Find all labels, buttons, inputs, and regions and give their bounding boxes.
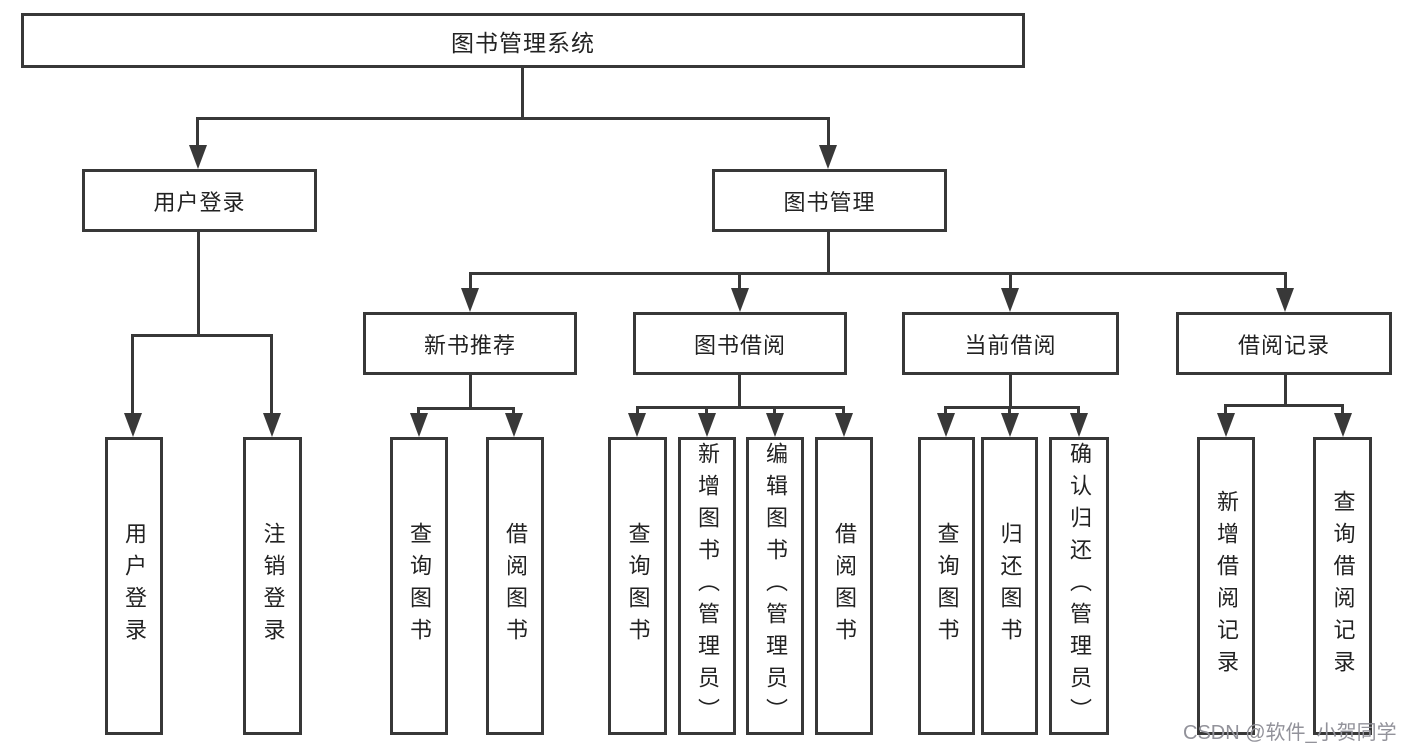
connector-drop — [1224, 404, 1227, 416]
node-book-management-branch: 图书管理 — [712, 169, 947, 232]
connector-book-mgmt-stem — [827, 232, 830, 275]
arrow-down-icon — [1001, 288, 1019, 312]
leaf-add-books-admin: 新增图书（管理员） — [678, 437, 736, 735]
arrow-down-icon — [410, 413, 428, 437]
connector-drop — [705, 406, 708, 416]
arrow-down-icon — [819, 145, 837, 169]
node-label: 查询图书 — [934, 522, 960, 650]
arrow-down-icon — [766, 413, 784, 437]
arrow-down-icon — [835, 413, 853, 437]
arrow-down-icon — [461, 288, 479, 312]
connector-drop-borrow-records — [1284, 272, 1287, 290]
leaf-user-login: 用户登录 — [105, 437, 163, 735]
connector-root-rail — [196, 117, 830, 120]
connector-book-borrow-rail — [636, 406, 845, 409]
node-label: 新增图书（管理员） — [695, 442, 720, 730]
arrow-down-icon — [698, 413, 716, 437]
node-label: 用户登录 — [153, 189, 246, 215]
arrow-down-icon — [731, 288, 749, 312]
arrow-down-icon — [937, 413, 955, 437]
node-library-management-system: 图书管理系统 — [21, 13, 1025, 68]
connector-drop-user-login — [196, 117, 199, 147]
node-label: 图书借阅 — [693, 332, 786, 358]
node-label: 用户登录 — [122, 522, 147, 650]
connector-borrow-records-rail — [1224, 404, 1344, 407]
node-current-borrowing: 当前借阅 — [902, 312, 1119, 375]
node-label: 确认归还（管理员） — [1067, 442, 1092, 730]
connector-user-login-stem — [197, 232, 200, 337]
connector-current-borrow-stem — [1009, 375, 1012, 409]
leaf-query-borrow-record: 查询借阅记录 — [1313, 437, 1372, 735]
node-label: 图书管理系统 — [451, 29, 595, 56]
connector-drop-leaf-logout — [270, 334, 273, 415]
connector-book-borrow-stem — [738, 375, 741, 409]
leaf-borrow-books: 借阅图书 — [815, 437, 873, 735]
node-label: 当前借阅 — [964, 332, 1057, 358]
leaf-borrow-books-recommend: 借阅图书 — [486, 437, 544, 735]
node-new-book-recommend: 新书推荐 — [363, 312, 577, 375]
node-borrowing-records: 借阅记录 — [1176, 312, 1392, 375]
arrow-down-icon — [1334, 413, 1352, 437]
node-label: 注销登录 — [260, 522, 286, 650]
node-label: 查询图书 — [625, 522, 651, 650]
node-book-borrowing: 图书借阅 — [633, 312, 847, 375]
node-label: 新增借阅记录 — [1214, 490, 1239, 682]
connector-new-book-stem — [469, 375, 472, 410]
leaf-confirm-return-admin: 确认归还（管理员） — [1049, 437, 1109, 735]
arrow-down-icon — [505, 413, 523, 437]
connector-book-mgmt-rail — [469, 272, 1287, 275]
leaf-add-borrow-record: 新增借阅记录 — [1197, 437, 1255, 735]
arrow-down-icon — [263, 413, 281, 437]
connector-drop-book-borrow — [738, 272, 741, 290]
csdn-watermark: CSDN @软件_小贺同学 — [1183, 722, 1397, 744]
connector-new-book-rail — [417, 407, 515, 410]
arrow-down-icon — [189, 145, 207, 169]
connector-drop — [1077, 406, 1080, 416]
connector-current-borrow-rail — [944, 406, 1080, 409]
node-label: 图书管理 — [783, 189, 876, 215]
connector-drop-leaf-user-login — [131, 334, 134, 415]
node-label: 借阅图书 — [503, 522, 528, 650]
connector-drop-current-borrow — [1009, 272, 1012, 290]
node-label: 借阅记录 — [1237, 332, 1330, 358]
node-label: 新书推荐 — [423, 332, 516, 358]
connector-drop — [636, 406, 639, 416]
leaf-query-books-borrowing: 查询图书 — [608, 437, 667, 735]
leaf-return-books: 归还图书 — [981, 437, 1038, 735]
arrow-down-icon — [1070, 413, 1088, 437]
node-label: 归还图书 — [997, 522, 1023, 650]
arrow-down-icon — [1001, 413, 1019, 437]
leaf-query-books-recommend: 查询图书 — [390, 437, 448, 735]
arrow-down-icon — [1217, 413, 1235, 437]
arrow-down-icon — [1276, 288, 1294, 312]
leaf-query-books-current: 查询图书 — [918, 437, 975, 735]
node-label: 查询图书 — [407, 522, 432, 650]
leaf-edit-books-admin: 编辑图书（管理员） — [746, 437, 804, 735]
connector-user-login-rail — [131, 334, 272, 337]
node-label: 借阅图书 — [832, 522, 857, 650]
connector-root-stem — [521, 68, 524, 120]
node-label: 查询借阅记录 — [1330, 490, 1356, 682]
leaf-logout: 注销登录 — [243, 437, 302, 735]
connector-drop — [417, 407, 420, 417]
connector-borrow-records-stem — [1284, 375, 1287, 407]
node-label: 编辑图书（管理员） — [763, 442, 788, 730]
connector-drop — [842, 406, 845, 416]
connector-drop-book-mgmt — [827, 117, 830, 147]
arrow-down-icon — [124, 413, 142, 437]
arrow-down-icon — [628, 413, 646, 437]
connector-drop — [773, 406, 776, 416]
connector-drop-new-book — [469, 272, 472, 290]
connector-drop — [512, 407, 515, 417]
connector-drop — [944, 406, 947, 416]
node-user-login-branch: 用户登录 — [82, 169, 317, 232]
connector-drop — [1008, 406, 1011, 416]
connector-drop — [1341, 404, 1344, 416]
